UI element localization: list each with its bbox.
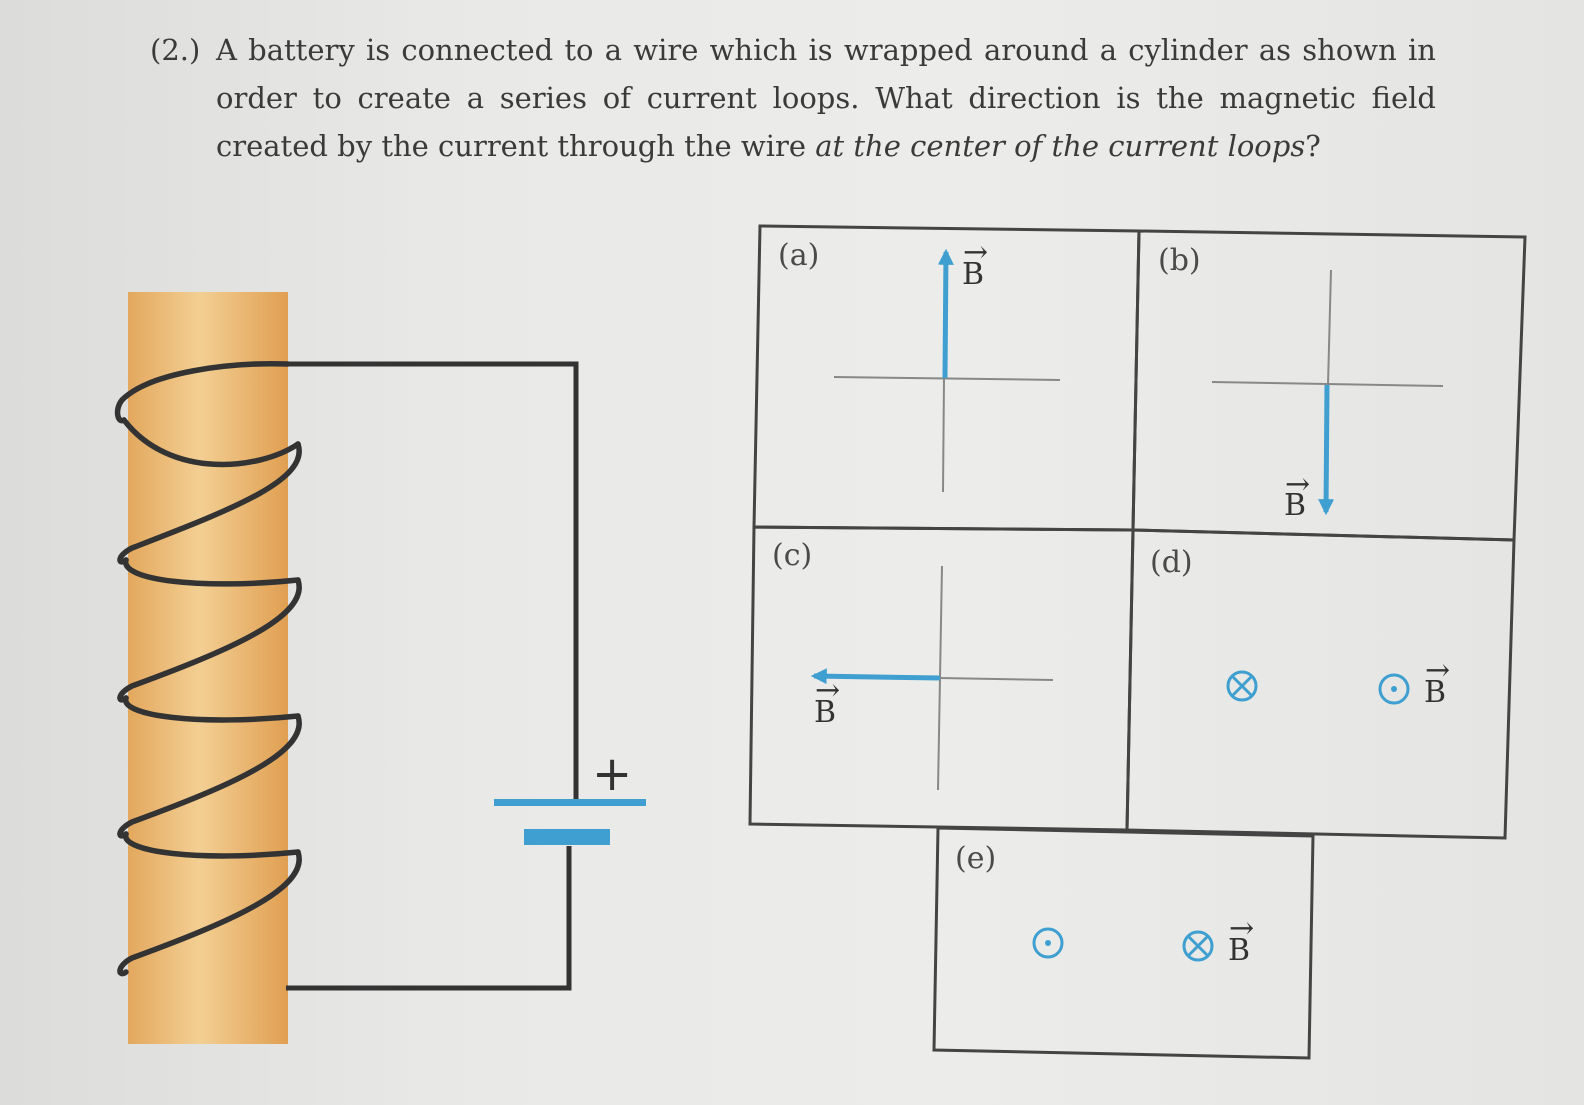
battery-positive-plate [494, 799, 646, 806]
option-c-horizontal-axis [939, 677, 1054, 681]
option-e-label: (e) [955, 841, 996, 876]
top-wire [288, 361, 579, 800]
option-a-vector-arrow-icon: → [963, 235, 988, 270]
option-e-cross-icon [1182, 930, 1214, 962]
question-text-italic: at the center of the current loops [815, 129, 1306, 163]
bottom-wire [286, 846, 572, 991]
battery-plus-sign: + [592, 746, 632, 802]
option-a-b-vector: B [962, 257, 984, 292]
option-e-frame [932, 826, 1315, 1060]
option-a[interactable]: (a) B → [752, 224, 1141, 532]
option-e[interactable]: (e) B → [932, 826, 1315, 1060]
solenoid-circuit: + [114, 292, 646, 1044]
option-d-frame [1125, 528, 1516, 840]
option-c-label: (c) [772, 538, 812, 573]
question-text-main: A battery is connected to a wire which i… [216, 33, 1436, 163]
option-e-b-vector: B [1228, 933, 1250, 968]
coil-wire [114, 361, 302, 977]
battery-negative-plate [524, 829, 610, 845]
option-b-b-vector: B [1284, 488, 1306, 523]
coil-back [123, 557, 301, 859]
option-a-horizontal-axis [833, 376, 1061, 381]
option-d[interactable]: (d) B → [1125, 528, 1516, 840]
option-c[interactable]: (c) B → [748, 525, 1135, 832]
option-b[interactable]: (b) B → [1131, 229, 1527, 542]
option-e-dot-icon [1032, 927, 1064, 959]
option-d-label: (d) [1150, 545, 1193, 580]
option-c-b-vector: B [814, 695, 836, 730]
option-d-dot-icon [1378, 673, 1410, 705]
option-d-vector-arrow-icon: → [1425, 653, 1450, 688]
option-a-up-arrow [937, 248, 954, 379]
option-c-left-arrow [810, 668, 941, 685]
option-d-b-vector: B [1424, 675, 1446, 710]
option-b-label: (b) [1158, 243, 1201, 278]
option-a-label: (a) [778, 238, 819, 273]
option-a-vertical-axis [942, 377, 945, 493]
option-d-cross-icon [1226, 670, 1258, 702]
cylinder [128, 292, 288, 1044]
option-c-vector-arrow-icon: → [815, 673, 840, 708]
option-e-vector-arrow-icon: → [1229, 911, 1254, 946]
option-b-vertical-axis [1327, 269, 1332, 386]
question-text-end: ? [1305, 129, 1321, 163]
option-b-vector-arrow-icon: → [1285, 467, 1310, 502]
question-text: A battery is connected to a wire which i… [216, 26, 1436, 170]
question-number: (2.) [150, 33, 201, 67]
option-b-down-arrow [1318, 384, 1335, 516]
